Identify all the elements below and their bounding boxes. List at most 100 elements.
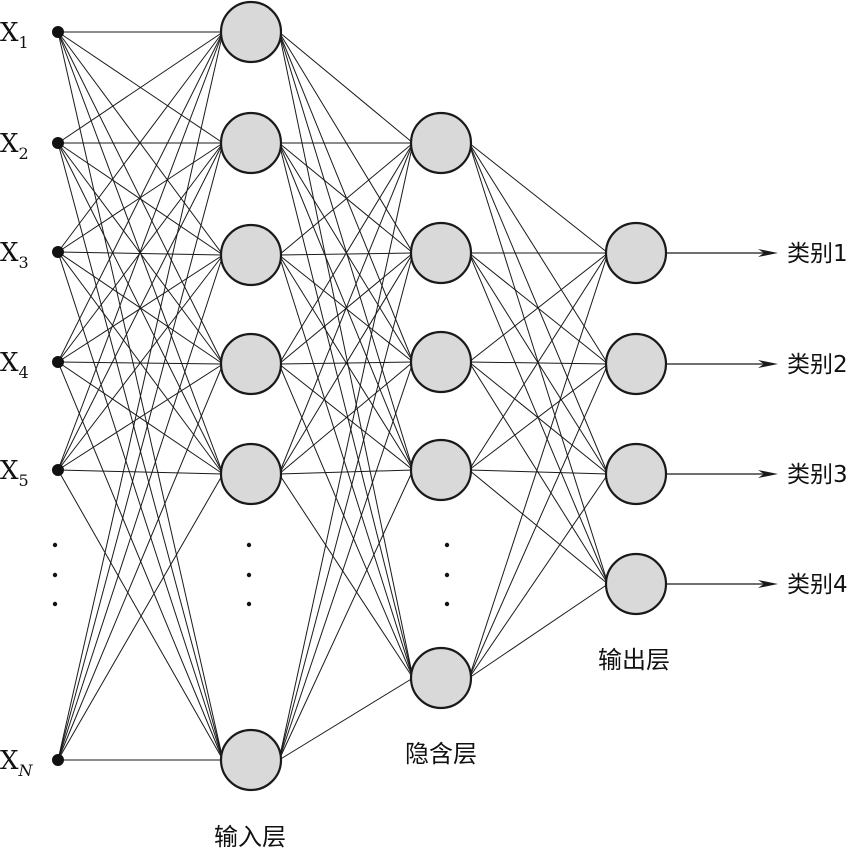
hidden-layer-node-4 <box>409 438 473 502</box>
edge-input-5-l1-1 <box>57 142 224 761</box>
output-layer-nodes <box>604 221 668 616</box>
edge-l1-4-l2-4 <box>278 473 414 679</box>
edge-input-4-l1-5 <box>57 469 224 761</box>
output-layer-label: 输出层 <box>598 646 670 674</box>
edge-l1-3-l2-3 <box>278 363 414 471</box>
edge-l1-4-l2-3 <box>278 469 414 475</box>
edge-l2-3-l3-2 <box>468 469 609 475</box>
input-label-1: X1 <box>0 18 29 52</box>
edge-l1-4-l2-0 <box>278 142 414 475</box>
input-dot-3 <box>52 246 64 258</box>
edge-l2-4-l3-0 <box>468 252 609 679</box>
ellipsis-dot-1-2 <box>246 601 252 607</box>
edge-input-1-l1-2 <box>57 142 224 256</box>
edge-input-4-l1-3 <box>57 363 224 471</box>
hidden-layer-nodes <box>409 111 473 710</box>
edge-l1-5-l2-3 <box>278 469 414 761</box>
edge-l2-2-l3-1 <box>468 361 609 365</box>
edge-input-3-l1-4 <box>57 361 224 475</box>
output-arrow-head-1 <box>758 249 778 257</box>
output-arrow-head-4 <box>758 580 778 588</box>
edge-l2-2-l3-3 <box>468 361 609 585</box>
edge-l2-0-l3-0 <box>468 142 609 254</box>
input-layer-node-6 <box>219 728 283 792</box>
ellipsis-dot-1-1 <box>246 572 252 578</box>
input-label-6: XN <box>0 746 34 780</box>
edge-l1-3-l2-0 <box>278 142 414 365</box>
edge-input-5-l1-0 <box>57 31 224 761</box>
edge-input-4-l1-1 <box>57 142 224 471</box>
edge-input-4-l1-2 <box>57 254 224 471</box>
edge-l1-0-l2-3 <box>278 31 414 471</box>
edge-l1-4-l2-1 <box>278 252 414 475</box>
input-layer-node-5 <box>219 442 283 506</box>
input-dot-4 <box>52 356 64 368</box>
output-layer-node-3 <box>604 442 668 506</box>
edge-l1-1-l2-1 <box>278 142 414 254</box>
edge-l1-3-l2-4 <box>278 363 414 679</box>
edge-input-5-l1-3 <box>57 363 224 761</box>
output-layer-node-4 <box>604 552 668 616</box>
output-arrow-head-2 <box>758 360 778 368</box>
ellipsis-dot-2-0 <box>444 542 450 548</box>
edge-l1-1-l2-3 <box>278 142 414 471</box>
ellipsis-dot-0-2 <box>52 601 58 607</box>
input-label-5: X5 <box>0 456 29 490</box>
input-dot-6 <box>52 754 64 766</box>
edge-l2-3-l3-3 <box>468 469 609 585</box>
input-layer-node-4 <box>219 332 283 396</box>
hidden-layer-node-3 <box>409 330 473 394</box>
edge-l1-4-l2-2 <box>278 361 414 475</box>
input-dot-5 <box>52 464 64 476</box>
output-class-label-2: 类别2 <box>787 352 848 378</box>
input-layer-node-3 <box>219 223 283 287</box>
edge-l1-0-l2-0 <box>278 31 414 144</box>
edge-l2-2-l3-0 <box>468 252 609 363</box>
edge-l1-2-l2-4 <box>278 254 414 679</box>
edge-l1-5-l2-0 <box>278 142 414 761</box>
ellipsis-dot-2-2 <box>444 601 450 607</box>
edge-input-4-l1-0 <box>57 31 224 471</box>
edge-input-4-l1-4 <box>57 469 224 475</box>
edge-l1-2-l2-0 <box>278 142 414 256</box>
edge-l1-5-l2-1 <box>278 252 414 761</box>
ellipsis-dot-2-1 <box>444 572 450 578</box>
hidden-layer-node-2 <box>409 221 473 285</box>
input-layer-label: 输入层 <box>214 823 286 851</box>
edge-input-3-l1-0 <box>57 31 224 363</box>
edge-l1-5-l2-2 <box>278 361 414 761</box>
hidden-layer-label: 隐含层 <box>405 740 477 768</box>
edge-l2-3-l3-1 <box>468 363 609 471</box>
output-layer-node-1 <box>604 221 668 285</box>
output-class-label-1: 类别1 <box>787 241 848 267</box>
input-label-2: X2 <box>0 129 29 163</box>
edge-l2-4-l3-3 <box>468 583 609 679</box>
edge-l2-2-l3-2 <box>468 361 609 475</box>
input-layer-node-2 <box>219 111 283 175</box>
edge-input-2-l1-2 <box>57 251 224 256</box>
edge-l1-0-l2-2 <box>278 31 414 363</box>
input-points <box>52 26 64 766</box>
edge-input-3-l1-2 <box>57 254 224 363</box>
input-layer-nodes <box>219 0 283 792</box>
edge-l1-1-l2-4 <box>278 142 414 679</box>
edge-l2-1-l3-1 <box>468 252 609 365</box>
input-layer-node-1 <box>219 0 283 64</box>
edge-l2-3-l3-0 <box>468 252 609 471</box>
input-dot-1 <box>52 26 64 38</box>
ellipsis-dot-0-0 <box>52 542 58 548</box>
output-arrows <box>666 249 778 588</box>
edge-input-2-l1-0 <box>57 31 224 253</box>
hidden-layer-node-1 <box>409 111 473 175</box>
edge-input-1-l1-0 <box>57 31 224 144</box>
edge-l2-4-l3-2 <box>468 473 609 679</box>
connection-edges <box>57 31 609 761</box>
ellipsis-dot-1-0 <box>246 542 252 548</box>
edge-input-5-l1-4 <box>57 473 224 761</box>
output-class-label-4: 类别4 <box>787 572 848 598</box>
input-label-3: X3 <box>0 238 29 272</box>
input-label-4: X4 <box>0 348 29 382</box>
edge-l1-0-l2-4 <box>278 31 414 679</box>
